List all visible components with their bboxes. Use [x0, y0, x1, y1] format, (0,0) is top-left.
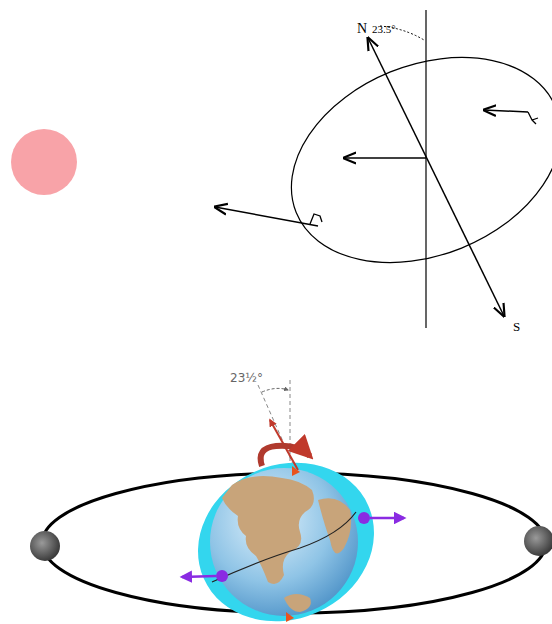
moon: [524, 526, 552, 556]
force-arrow: [215, 207, 318, 226]
moon: [30, 531, 60, 561]
continent: [318, 498, 351, 553]
force-arrow: [182, 576, 216, 577]
axis-label: N: [357, 22, 367, 36]
earth-axis: [368, 38, 504, 316]
angle-label: 23.5°: [372, 24, 396, 35]
tidal-bulge: [261, 19, 552, 300]
bulge-point: [358, 512, 370, 524]
component-arrow: [310, 214, 322, 224]
angle-label: 23½°: [230, 372, 263, 384]
continent: [284, 594, 311, 612]
equator: [212, 512, 356, 582]
axis-label: S: [513, 320, 520, 333]
tilt-arc: [262, 388, 288, 392]
pole-marker: [286, 612, 294, 622]
earth: [210, 468, 358, 616]
vertical-line: [425, 10, 426, 328]
force-arrow: [484, 110, 528, 112]
moon-disc: [11, 129, 77, 195]
continent: [222, 476, 314, 584]
component-arrow: [528, 112, 538, 124]
force-arrow: [344, 157, 426, 159]
bulge-point: [216, 570, 228, 582]
force-arrow: [370, 517, 404, 520]
rotation-arrow: [261, 446, 310, 466]
pole-marker: [292, 466, 300, 476]
tidal-bulge: [172, 435, 399, 624]
